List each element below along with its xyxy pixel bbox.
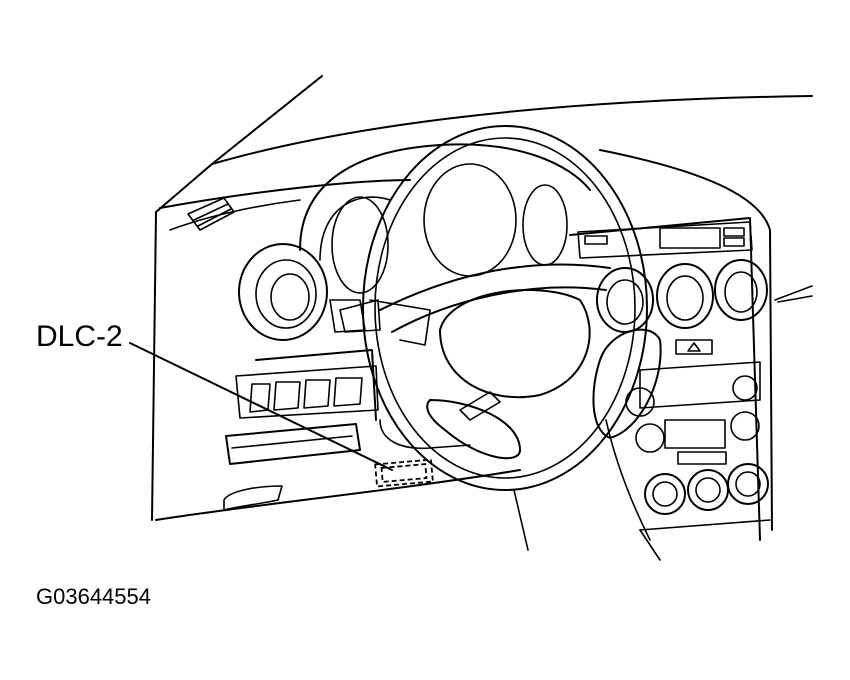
dash-top <box>159 95 813 531</box>
figure-id: G03644554 <box>36 584 151 609</box>
center-stack <box>569 217 771 541</box>
lower-trim <box>513 419 661 561</box>
callout-label: DLC-2 <box>36 320 123 353</box>
a-pillar <box>151 75 323 521</box>
side-vent <box>187 197 235 231</box>
right-dash-edge <box>774 285 813 303</box>
lower-left-panel <box>155 349 521 521</box>
left-round-vent <box>238 243 328 341</box>
dlc2-connector <box>374 458 434 488</box>
instrument-cluster <box>299 143 591 333</box>
callout-leader <box>129 342 393 471</box>
